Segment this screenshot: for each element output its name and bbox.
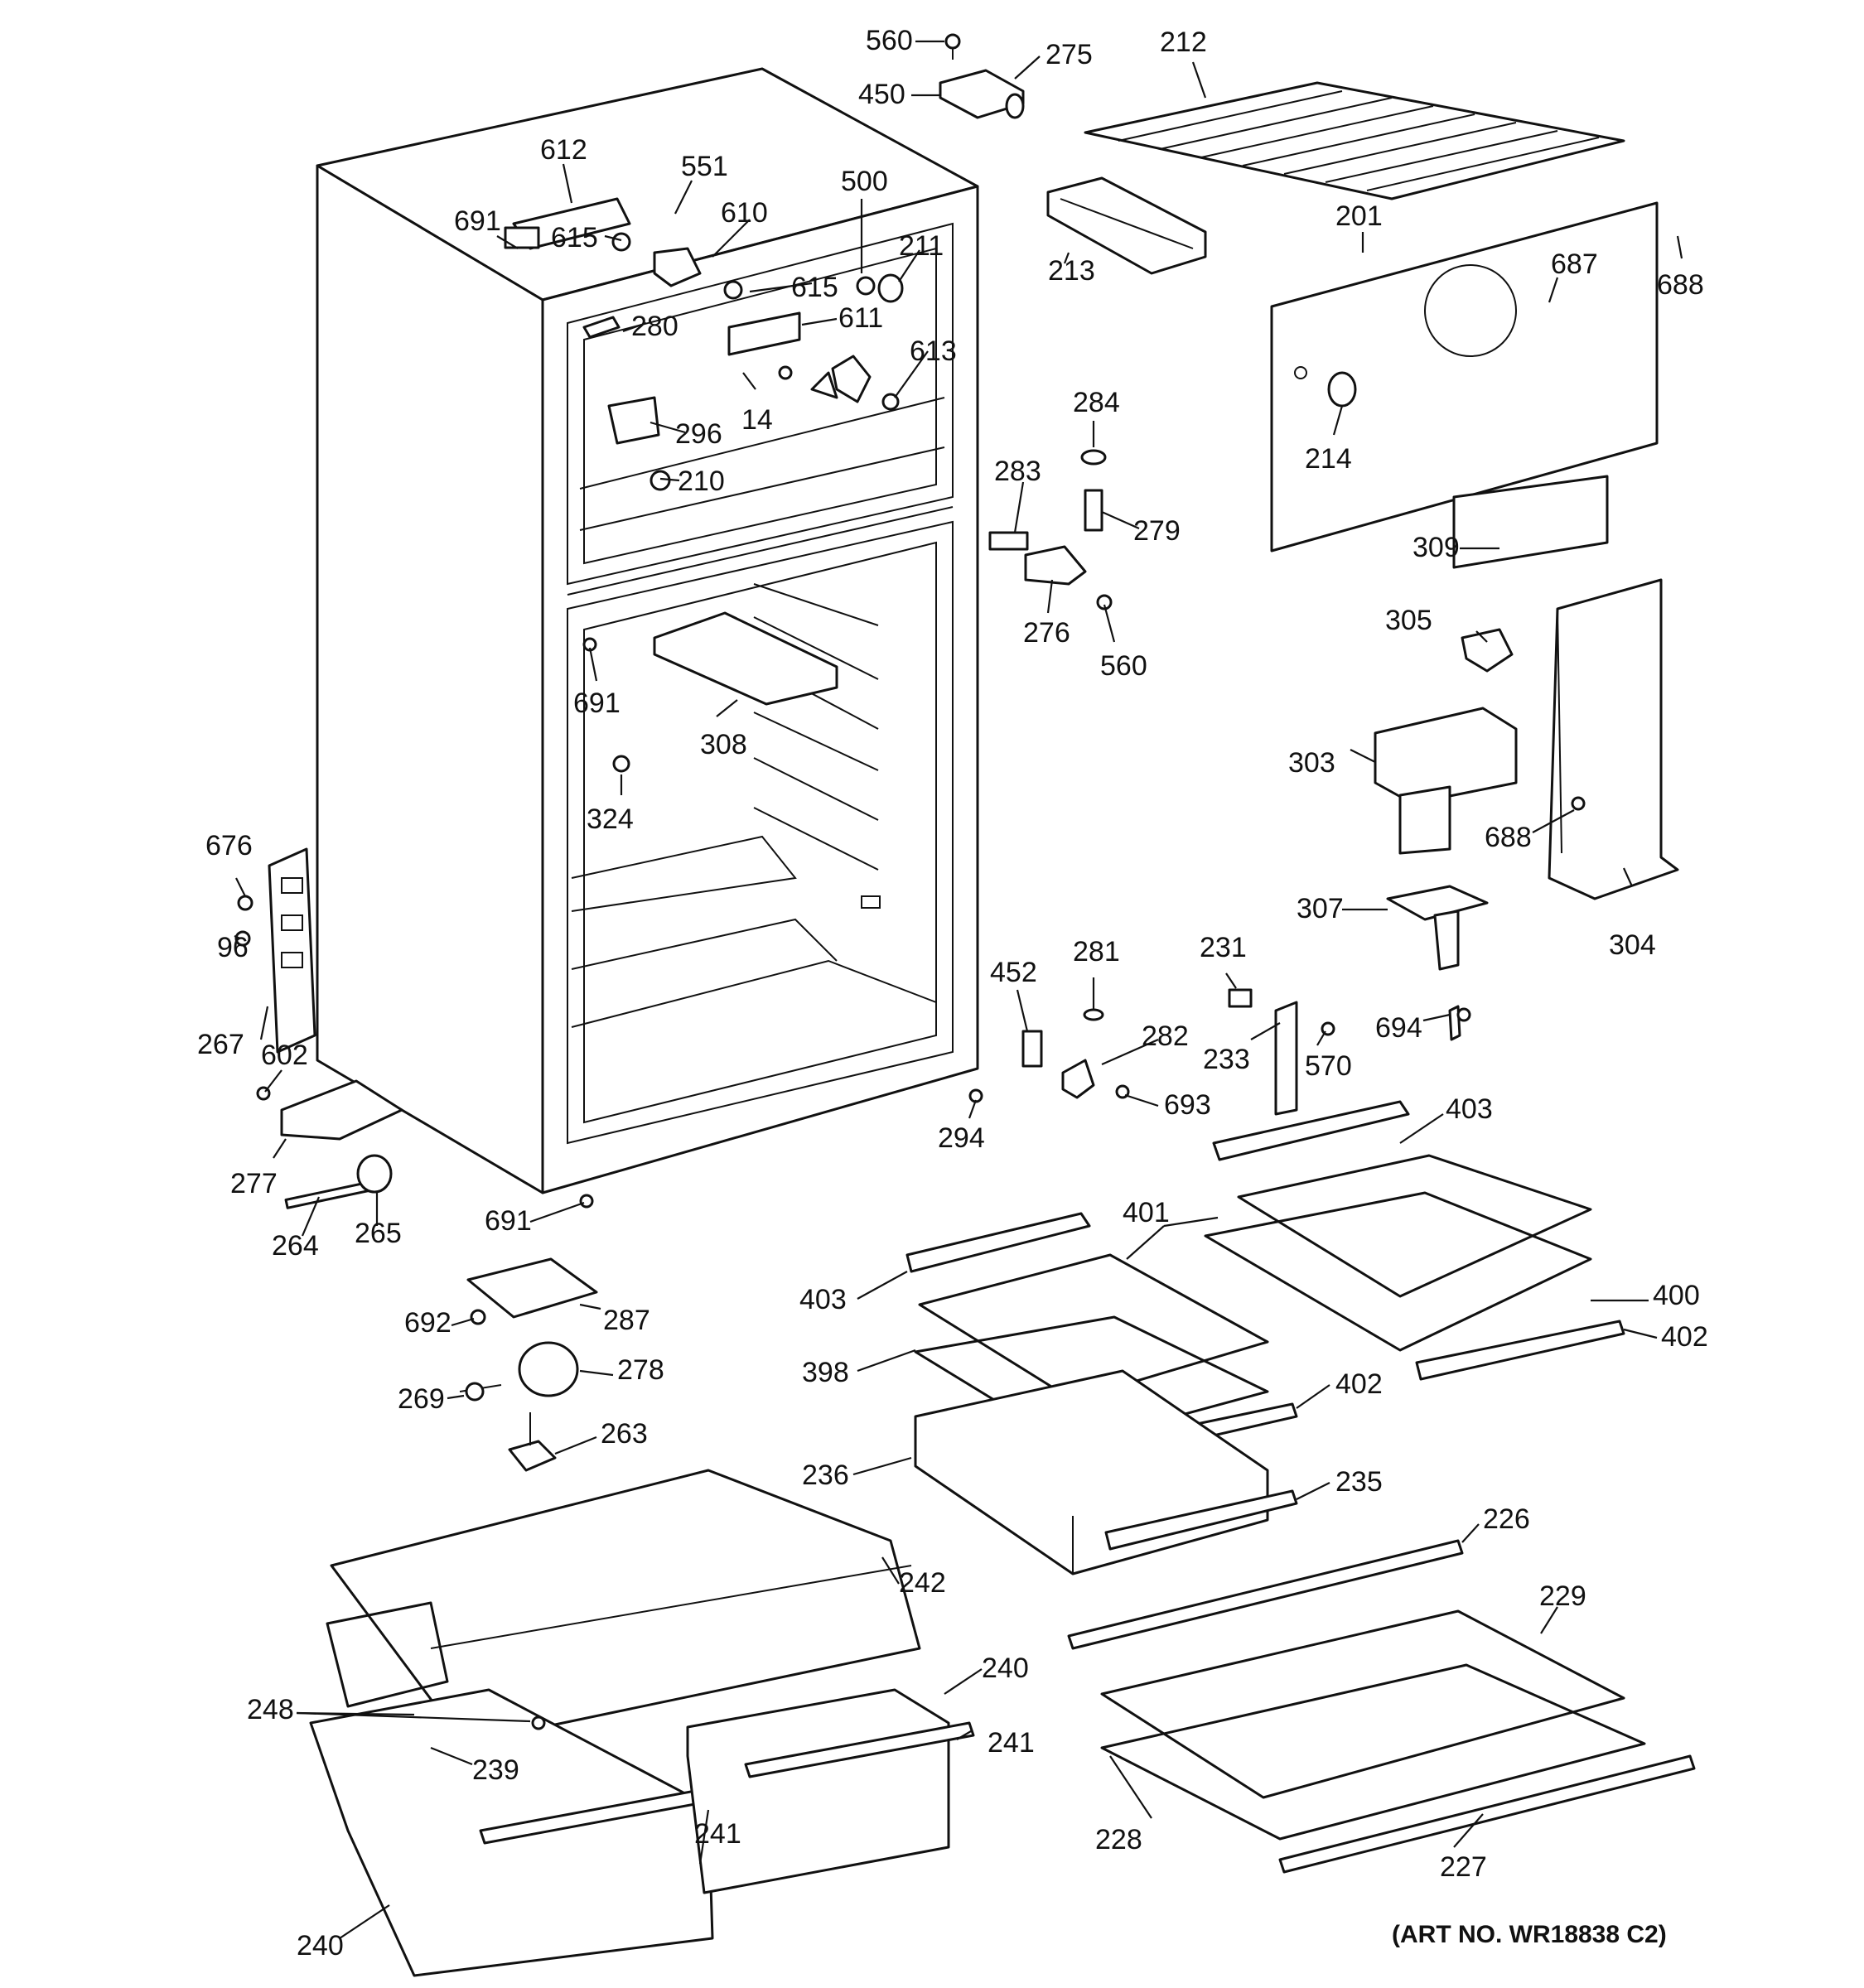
label-687: 687 bbox=[1551, 248, 1598, 280]
label-308: 308 bbox=[700, 729, 747, 760]
label-403: 403 bbox=[799, 1284, 847, 1315]
label-231: 231 bbox=[1200, 932, 1247, 963]
label-688: 688 bbox=[1485, 822, 1532, 853]
label-304: 304 bbox=[1609, 929, 1656, 961]
label-612: 612 bbox=[540, 134, 587, 166]
label-265: 265 bbox=[355, 1218, 402, 1249]
label-240: 240 bbox=[982, 1653, 1029, 1684]
freezer-components bbox=[504, 197, 904, 491]
label-281: 281 bbox=[1073, 936, 1120, 967]
art-number: (ART NO. WR18838 C2) bbox=[1392, 1921, 1667, 1948]
roller-assembly bbox=[459, 1257, 598, 1472]
control-housing bbox=[1374, 475, 1679, 1211]
label-694: 694 bbox=[1375, 1012, 1422, 1044]
label-402: 402 bbox=[1661, 1321, 1708, 1353]
label-303: 303 bbox=[1288, 747, 1335, 779]
label-275: 275 bbox=[1045, 39, 1093, 70]
label-214: 214 bbox=[1305, 443, 1352, 475]
label-283: 283 bbox=[994, 456, 1041, 487]
hinge-top bbox=[939, 33, 1025, 119]
label-691: 691 bbox=[573, 688, 621, 719]
label-269: 269 bbox=[398, 1383, 445, 1415]
label-551: 551 bbox=[681, 151, 728, 182]
pans bbox=[309, 1688, 975, 1977]
label-309: 309 bbox=[1412, 532, 1460, 563]
label-692: 692 bbox=[404, 1307, 452, 1339]
label-242: 242 bbox=[899, 1567, 946, 1599]
label-324: 324 bbox=[587, 803, 634, 835]
label-676: 676 bbox=[205, 830, 253, 861]
label-560: 560 bbox=[866, 25, 913, 56]
part-labels: 560 275 212 450 612 551 500 691 610 615 … bbox=[197, 25, 1708, 1961]
label-282: 282 bbox=[1142, 1021, 1189, 1052]
label-264: 264 bbox=[272, 1230, 319, 1262]
label-452: 452 bbox=[990, 957, 1037, 988]
label-277: 277 bbox=[230, 1168, 278, 1199]
label-236: 236 bbox=[802, 1460, 849, 1491]
label-227: 227 bbox=[1440, 1851, 1487, 1883]
label-613: 613 bbox=[910, 335, 957, 367]
label-14: 14 bbox=[741, 404, 773, 436]
label-400: 400 bbox=[1653, 1280, 1700, 1311]
label-560: 560 bbox=[1100, 650, 1147, 682]
label-693: 693 bbox=[1164, 1089, 1211, 1121]
label-610: 610 bbox=[721, 197, 768, 229]
label-233: 233 bbox=[1203, 1044, 1250, 1075]
label-611: 611 bbox=[838, 302, 883, 334]
label-279: 279 bbox=[1133, 515, 1181, 547]
label-210: 210 bbox=[678, 466, 725, 497]
center-parts bbox=[582, 449, 1461, 1116]
cabinet-case bbox=[316, 67, 979, 1194]
label-211: 211 bbox=[899, 230, 944, 262]
label-615: 615 bbox=[551, 222, 598, 253]
label-248: 248 bbox=[247, 1694, 294, 1725]
crisper-drawer bbox=[914, 1369, 1298, 1575]
label-307: 307 bbox=[1297, 893, 1344, 924]
label-615: 615 bbox=[791, 272, 838, 303]
label-294: 294 bbox=[938, 1122, 985, 1154]
label-212: 212 bbox=[1160, 27, 1207, 58]
label-570: 570 bbox=[1305, 1050, 1352, 1082]
freezer-shelf-wire bbox=[1084, 81, 1625, 200]
label-267: 267 bbox=[197, 1029, 244, 1060]
left-side-parts bbox=[234, 847, 594, 1209]
label-401: 401 bbox=[1123, 1197, 1170, 1228]
label-450: 450 bbox=[858, 79, 905, 110]
label-239: 239 bbox=[472, 1754, 519, 1786]
label-688: 688 bbox=[1657, 269, 1704, 301]
label-241: 241 bbox=[694, 1818, 741, 1850]
label-240: 240 bbox=[297, 1930, 344, 1961]
label-213: 213 bbox=[1048, 255, 1095, 287]
label-500: 500 bbox=[841, 166, 888, 197]
ice-tray bbox=[1046, 176, 1207, 275]
label-305: 305 bbox=[1385, 605, 1432, 636]
leader-lines bbox=[234, 40, 1683, 1939]
label-402: 402 bbox=[1335, 1368, 1383, 1400]
label-284: 284 bbox=[1073, 387, 1120, 418]
label-276: 276 bbox=[1023, 617, 1070, 649]
label-691: 691 bbox=[485, 1205, 532, 1237]
label-229: 229 bbox=[1539, 1580, 1586, 1612]
label-278: 278 bbox=[617, 1354, 664, 1386]
label-235: 235 bbox=[1335, 1466, 1383, 1498]
label-96: 96 bbox=[217, 932, 249, 963]
label-398: 398 bbox=[802, 1357, 849, 1388]
label-201: 201 bbox=[1335, 200, 1383, 232]
label-226: 226 bbox=[1483, 1503, 1530, 1535]
shelves-lower bbox=[1067, 1539, 1696, 1874]
label-287: 287 bbox=[603, 1305, 650, 1336]
label-296: 296 bbox=[675, 418, 722, 450]
label-691: 691 bbox=[454, 205, 501, 237]
label-263: 263 bbox=[601, 1418, 648, 1450]
label-241: 241 bbox=[988, 1727, 1035, 1759]
label-403: 403 bbox=[1446, 1093, 1493, 1125]
label-602: 602 bbox=[261, 1040, 308, 1071]
label-228: 228 bbox=[1095, 1824, 1142, 1855]
label-280: 280 bbox=[631, 311, 678, 342]
